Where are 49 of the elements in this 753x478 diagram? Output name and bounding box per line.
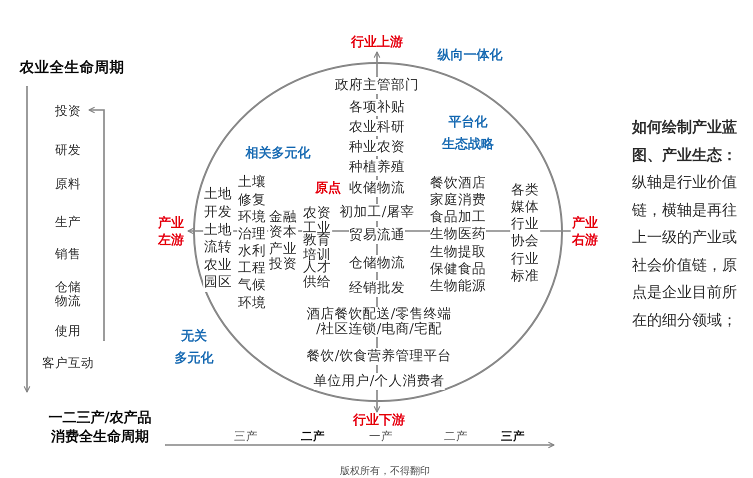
axis-label: 行业下游 [353, 413, 405, 429]
item-label: 初加工/屠宰 [340, 204, 414, 220]
item-label: 仓储物流 [349, 254, 405, 272]
tick-label: 二产 [301, 429, 325, 443]
stage-label: 投资 [55, 104, 81, 118]
axis-label: 产业右游 [570, 214, 600, 248]
item-label: 种业农资 [349, 138, 405, 156]
item-label: 收储物流 [349, 180, 405, 196]
item-label: 产业投资 [268, 242, 298, 272]
item-label: 土壤修复 [237, 174, 267, 210]
section-title: 农业全生命周期 [20, 59, 124, 77]
strategy-label: 纵向一体化 [438, 48, 502, 64]
item-label: 餐饮酒店 [430, 174, 486, 192]
item-label: 种植养殖 [349, 158, 405, 176]
stage-label: 原料 [55, 176, 81, 192]
item-label: 政府主管部门 [335, 76, 419, 94]
item-label: 经销批发 [349, 280, 405, 296]
item-label: 餐饮/饮食营养管理平台 [306, 348, 452, 364]
tick-label: 一产 [369, 429, 393, 443]
item-label: 农业科研 [349, 118, 405, 136]
item-label: 贸易流通 [349, 226, 405, 244]
axis-label: 产业左游 [156, 214, 186, 248]
item-label: 人才供给 [302, 260, 332, 290]
item-label: 单位用户/个人消费者 [314, 372, 444, 390]
axis-label: 行业上游 [351, 35, 403, 51]
item-label: 教育培训 [302, 232, 332, 262]
copyright-note: 版权所有，不得翻印 [340, 464, 430, 478]
tick-label: 三产 [501, 429, 525, 443]
item-label: 金融资本 [268, 210, 298, 240]
stage-label: 使用 [55, 324, 81, 338]
item-label: 家庭消费 [430, 192, 486, 209]
item-label: 酒店餐饮配送/零售终端/社区连锁/电商/宅配 [306, 306, 452, 336]
item-label: 各项补贴 [349, 98, 405, 116]
stage-label: 研发 [55, 142, 81, 158]
stage-label: 销售 [55, 246, 81, 262]
item-label: 各类媒体 [510, 182, 540, 216]
stage-label: 生产 [55, 214, 81, 230]
item-label: 保健食品 [430, 261, 486, 278]
stage-label: 仓储物流 [54, 280, 82, 309]
section-title: 一二三产/农产品消费全生命周期 [48, 408, 152, 446]
stage-label: 客户互动 [42, 356, 94, 370]
origin-label: 原点 [315, 181, 341, 197]
item-label: 生物提取 [430, 244, 486, 261]
strategy-label: 相关多元化 [246, 146, 310, 162]
tick-label: 三产 [234, 429, 258, 443]
item-label: 农业园区 [203, 256, 233, 292]
item-label: 行业协会 [510, 216, 540, 250]
item-label: 行业标准 [510, 250, 540, 284]
tick-label: 二产 [444, 429, 468, 443]
